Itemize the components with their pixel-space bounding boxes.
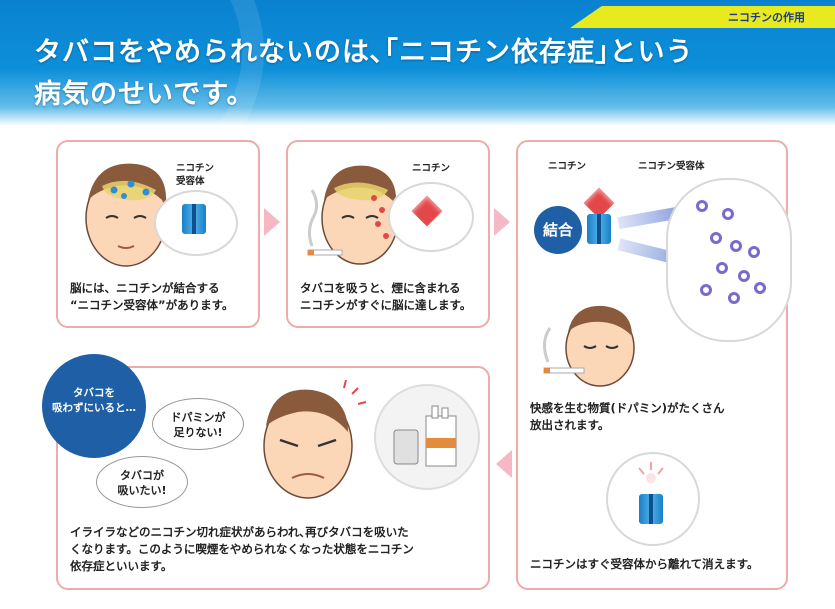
dopamine-bubble [666,178,792,342]
speech-bubble-dopamine-text: ドパミンが 足りない! [170,411,226,439]
title-line-1: タバコをやめられないのは､｢ニコチン依存症｣という [34,37,694,68]
panel-2-caption: タバコを吸うと、煙に含まれる ニコチンがすぐに脳に達します。 [300,281,472,312]
dopamine-dot [728,292,740,304]
section-tag: ニコチンの作用 [570,6,835,28]
receptor-icon [182,204,206,234]
dopamine-dot [722,208,734,220]
title-line-2: 病気のせいです。 [34,79,255,110]
panel-nicotine-reaches-brain: ニコチン タバコを吸うと、煙に含まれる ニコチンがすぐに脳に達します。 [286,140,490,328]
receptor-label-p3: ニコチン受容体 [638,161,705,172]
panel-receptor: ニコチン 受容体 脳には、ニコチンが結合する “ニコチン受容体”があります。 [56,140,260,328]
panel-3-caption-release: ニコチンはすぐ受容体から離れて消えます。 [530,557,759,571]
section-tag-label: ニコチンの作用 [728,11,805,24]
arrow-3-to-4 [496,450,512,478]
panel-4-caption: イライラなどのニコチン切れ症状があらわれ､再びタバコを吸いた くなります。このよ… [70,525,414,573]
dopamine-dot [696,200,708,212]
bind-badge-label: 結合 [542,221,573,239]
dopamine-dot [710,232,722,244]
dopamine-dot [738,270,750,282]
cigarette-pack-lighter-illustration [374,384,480,490]
page-title: タバコをやめられないのは､｢ニコチン依存症｣という 病気のせいです。 [34,32,754,116]
speech-bubble-dopamine: ドパミンが 足りない! [152,398,244,450]
no-smoking-badge: タバコを 吸わずにいると… [42,354,146,458]
bind-badge: 結合 [534,206,582,254]
panel-1-caption: 脳には、ニコチンが結合する “ニコチン受容体”があります。 [70,281,234,312]
panel-3-caption-dopamine: 快感を生む物質(ドパミン)がたくさん 放出されます。 [530,401,725,432]
arrow-1-to-2 [264,208,280,236]
receptor-icon-empty [639,494,663,524]
panel-dopamine-release: ニコチン ニコチン受容体 結合 快感を生む物質(ドパミン)がたくさん 放出されま… [516,140,792,590]
receptor-icon-bound [587,214,611,244]
dopamine-dot [730,240,742,252]
dopamine-dot [716,262,728,274]
speech-bubble-craving: タバコが 吸いたい! [96,456,188,508]
frustrated-man-illustration [263,380,367,499]
speech-bubble-craving-text: タバコが 吸いたい! [117,469,167,497]
panel-dependence: タバコを 吸わずにいると… ドパミンが 足りない! タバコが 吸いたい! イライ… [42,354,490,590]
arrow-2-to-3 [494,208,510,236]
nicotine-label: ニコチン [412,163,451,174]
man-head-illustration [85,163,167,267]
relaxed-smoking-man-illustration [543,305,635,387]
dopamine-dot [748,246,760,258]
smoking-man-illustration [307,165,399,265]
dopamine-dot [754,282,766,294]
header-banner: ニコチンの作用 タバコをやめられないのは､｢ニコチン依存症｣という 病気のせいで… [0,0,835,224]
receptor-label: ニコチン 受容体 [176,163,215,187]
no-smoking-badge-text: タバコを 吸わずにいると… [52,387,136,414]
dopamine-dot [700,284,712,296]
sparkle-icon [638,462,664,483]
nicotine-label-p3: ニコチン [548,161,587,172]
